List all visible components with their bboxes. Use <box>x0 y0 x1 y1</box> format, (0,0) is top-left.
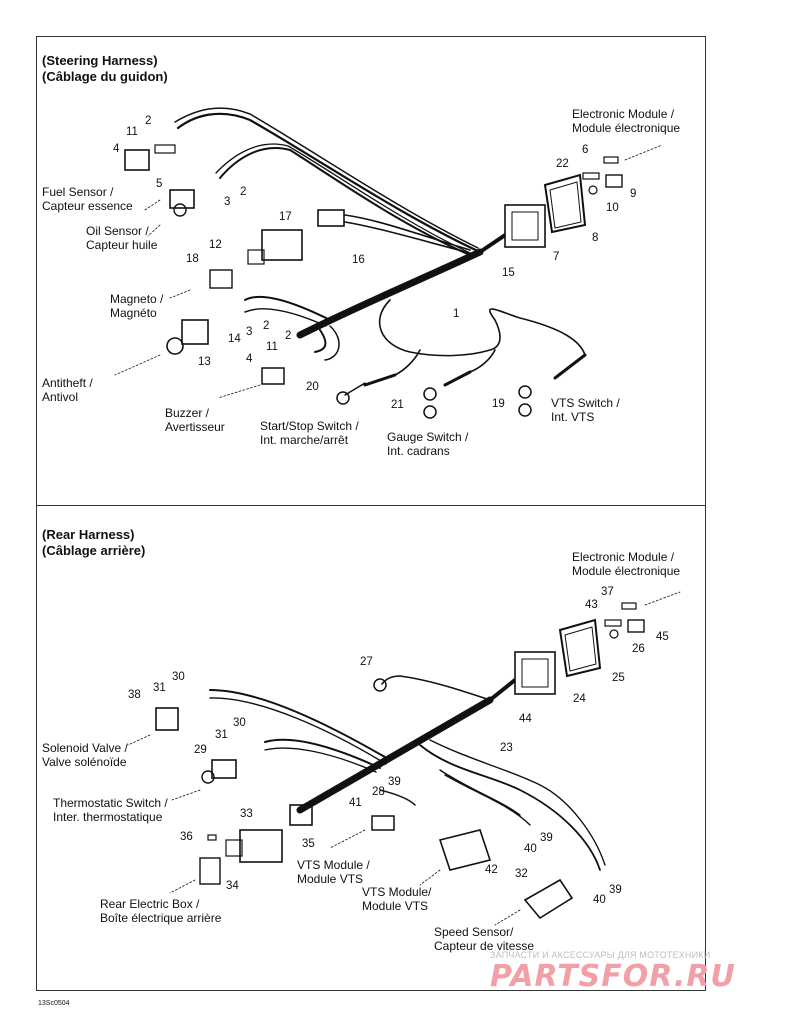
rear-title-fr: (Câblage arrière) <box>42 543 146 558</box>
label-start-stop-fr: Int. marche/arrêt <box>260 433 349 447</box>
callout-number: 31 <box>215 729 228 741</box>
callout-number: 14 <box>228 333 241 345</box>
callout-number: 9 <box>630 188 637 200</box>
steering-label-electronic-module-en: Electronic Module / <box>572 107 675 121</box>
label-fuel-sensor-en: Fuel Sensor / <box>42 185 114 199</box>
callout-number: 1 <box>453 308 460 320</box>
callout-number: 26 <box>632 643 645 655</box>
callout-number: 2 <box>285 330 292 342</box>
steering-label-electronic-module-fr: Module électronique <box>572 121 681 135</box>
label-start-stop-en: Start/Stop Switch / <box>260 419 359 433</box>
callout-number: 21 <box>391 399 404 411</box>
diagram-frame <box>36 36 706 991</box>
label-oil-sensor-fr: Capteur huile <box>86 238 158 252</box>
callout-number: 7 <box>553 251 560 263</box>
label-vts-module1-en: VTS Module / <box>297 858 370 872</box>
label-buzzer-en: Buzzer / <box>165 406 210 420</box>
watermark-tagline: ЗАПЧАСТИ И АКСЕССУАРЫ ДЛЯ МОТОТЕХНИКИ <box>490 950 711 960</box>
callout-number: 20 <box>306 381 319 393</box>
callout-number: 41 <box>349 797 362 809</box>
callout-number: 31 <box>153 682 166 694</box>
callout-number: 28 <box>372 786 385 798</box>
label-vts-module2-en: VTS Module/ <box>362 885 432 899</box>
callout-number: 19 <box>492 398 505 410</box>
callout-number: 44 <box>519 713 532 725</box>
figure-code: 13Sc0504 <box>38 1000 70 1007</box>
steering-title-fr: (Câblage du guidon) <box>42 69 168 84</box>
callout-number: 32 <box>515 868 528 880</box>
callout-number: 38 <box>128 689 141 701</box>
section-divider <box>36 505 706 506</box>
callout-number: 16 <box>352 254 365 266</box>
callout-number: 34 <box>226 880 239 892</box>
callout-number: 39 <box>540 832 553 844</box>
callout-number: 11 <box>126 126 138 138</box>
callout-number: 40 <box>524 843 537 855</box>
label-magneto-fr: Magnéto <box>110 306 157 320</box>
callout-number: 13 <box>198 356 211 368</box>
callout-number: 8 <box>592 232 599 244</box>
callout-number: 11 <box>266 341 278 353</box>
watermark-logo: PARTSFOR.RU <box>490 959 736 994</box>
callout-number: 36 <box>180 831 193 843</box>
callout-number: 39 <box>388 776 401 788</box>
callout-number: 39 <box>609 884 622 896</box>
callout-number: 42 <box>485 864 498 876</box>
callout-number: 6 <box>582 144 589 156</box>
label-vts-module1-fr: Module VTS <box>297 872 364 886</box>
callout-number: 35 <box>302 838 315 850</box>
callout-number: 2 <box>145 115 152 127</box>
callout-number: 33 <box>240 808 253 820</box>
rear-label-electronic-module-fr: Module électronique <box>572 564 681 578</box>
callout-number: 18 <box>186 253 199 265</box>
label-magneto-en: Magneto / <box>110 292 164 306</box>
callout-number: 30 <box>233 717 246 729</box>
label-vts-switch-fr: Int. VTS <box>551 410 595 424</box>
callout-number: 23 <box>500 742 513 754</box>
rear-title-en: (Rear Harness) <box>42 527 135 542</box>
label-gauge-switch-fr: Int. cadrans <box>387 444 450 458</box>
callout-number: 12 <box>209 239 222 251</box>
callout-number: 27 <box>360 656 373 668</box>
callout-number: 40 <box>593 894 606 906</box>
label-fuel-sensor-fr: Capteur essence <box>42 199 133 213</box>
label-thermo-en: Thermostatic Switch / <box>53 796 168 810</box>
callout-number: 3 <box>246 326 253 338</box>
label-vts-switch-en: VTS Switch / <box>551 396 620 410</box>
callout-number: 3 <box>224 196 231 208</box>
callout-number: 17 <box>279 211 292 223</box>
steering-title-en: (Steering Harness) <box>42 53 158 68</box>
label-solenoid-en: Solenoid Valve / <box>42 741 128 755</box>
callout-number: 2 <box>263 320 270 332</box>
callout-number: 29 <box>194 744 207 756</box>
label-speed-sensor-fr: Capteur de vitesse <box>434 939 535 953</box>
label-rear-box-en: Rear Electric Box / <box>100 897 200 911</box>
label-antitheft-en: Antitheft / <box>42 376 93 390</box>
callout-number: 43 <box>585 599 598 611</box>
label-rear-box-fr: Boîte électrique arrière <box>100 911 222 925</box>
label-oil-sensor-en: Oil Sensor / <box>86 224 149 238</box>
label-gauge-switch-en: Gauge Switch / <box>387 430 469 444</box>
callout-number: 30 <box>172 671 185 683</box>
callout-number: 22 <box>556 158 569 170</box>
callout-number: 24 <box>573 693 586 705</box>
label-thermo-fr: Inter. thermostatique <box>53 810 163 824</box>
label-solenoid-fr: Valve solénoïde <box>42 755 127 769</box>
label-buzzer-fr: Avertisseur <box>165 420 225 434</box>
label-vts-module2-fr: Module VTS <box>362 899 429 913</box>
label-antitheft-fr: Antivol <box>42 390 79 404</box>
callout-number: 15 <box>502 267 515 279</box>
callout-number: 37 <box>601 586 614 598</box>
callout-number: 4 <box>113 143 120 155</box>
callout-number: 4 <box>246 353 253 365</box>
callout-number: 25 <box>612 672 625 684</box>
callout-number: 2 <box>240 186 247 198</box>
callout-number: 5 <box>156 178 163 190</box>
callout-number: 10 <box>606 202 619 214</box>
label-speed-sensor-en: Speed Sensor/ <box>434 925 514 939</box>
rear-label-electronic-module-en: Electronic Module / <box>572 550 675 564</box>
callout-number: 45 <box>656 631 669 643</box>
